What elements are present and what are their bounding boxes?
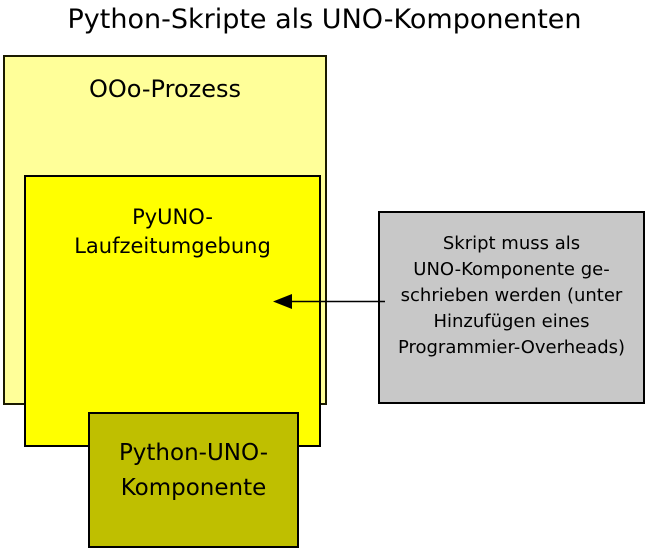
box-python-uno-komponente: Python-UNO- Komponente [88,412,299,548]
box-note-annotation-label: Skript muss als UNO-Komponente ge- schri… [397,233,626,358]
connector-arrow-head [273,294,292,309]
box-note-annotation: Skript muss als UNO-Komponente ge- schri… [378,211,645,404]
box-pyuno-laufzeitumgebung-label-line2: Laufzeitumgebung [74,234,271,258]
page-title: Python-Skripte als UNO-Komponenten [67,4,582,35]
box-ooo-prozess-label: OOo-Prozess [88,75,241,103]
box-pyuno-laufzeitumgebung-label-line1: PyUNO- [132,205,213,229]
box-python-uno-komponente-label-line2: Komponente [120,475,267,501]
box-pyuno-laufzeitumgebung-label: PyUNO- Laufzeitumgebung [26,203,319,261]
box-python-uno-komponente-label: Python-UNO- Komponente [90,436,297,506]
box-ooo-prozess: OOo-Prozess PyUNO- Laufzeitumgebung Pyth… [3,55,327,548]
connector-arrow [273,294,385,309]
diagram-canvas: Python-Skripte als UNO-Komponenten OOo-P… [3,4,645,548]
box-python-uno-komponente-label-line1: Python-UNO- [118,440,269,466]
